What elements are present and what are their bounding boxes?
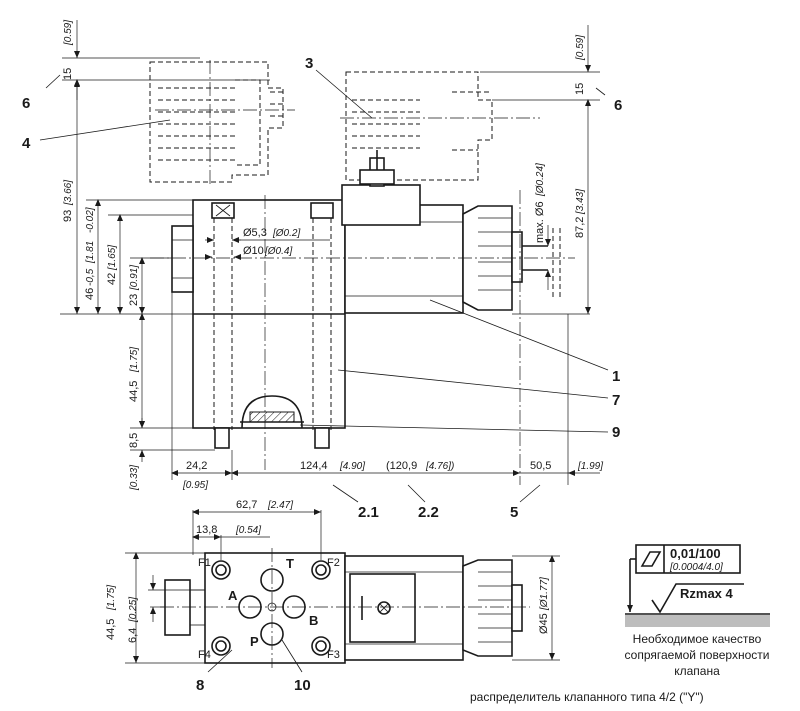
dim-label: [Ø1.77] [539, 577, 550, 611]
dim-93: 93 [3.66] [62, 79, 80, 314]
connector-left-dashed [149, 60, 295, 186]
dim-62-7: 62,7 [2.47] [192, 499, 322, 560]
port-f2: F2 [327, 557, 340, 569]
dim-label: [0.54] [235, 525, 261, 536]
flatness-value: 0,01/100 [670, 546, 721, 561]
dim-label: 93 [62, 210, 74, 222]
dim-label: 46 [84, 288, 96, 300]
dim-label: [0.33] [129, 465, 140, 491]
port-a: A [228, 588, 238, 603]
dim-label: -0,5 [85, 268, 96, 286]
solenoid-coil [341, 150, 464, 314]
dim-label: [3.66] [63, 180, 74, 206]
dim-label: 23 [128, 294, 140, 306]
dim-44-5-top: 44,5 [1.75] [105, 552, 205, 664]
dim-124-4: 124,4 [4.90] (120,9 [4.76]) 50,5 [1.99] [231, 314, 603, 485]
dim-label: 87,2 [574, 217, 586, 238]
dim-23: 23 [0.91] [128, 257, 172, 314]
dim-87-2: [0.59] 15 87,2 [3.43] [480, 25, 600, 314]
dim-label: 24,2 [186, 460, 207, 472]
note-line-1: Необходимое качество [633, 632, 762, 646]
dim-label: [Ø0.4] [264, 246, 292, 257]
callout-9: 9 [612, 424, 620, 441]
dim-label: (120,9 [386, 460, 417, 472]
dim-label: [1.75] [106, 585, 117, 611]
dim-label: [0.59] [63, 20, 74, 46]
dim-label: [0.59] [575, 35, 586, 61]
dim-label: [0.95] [182, 480, 208, 491]
dim-8-5: 8,5 [0.33] [128, 418, 215, 491]
dim-label: [4.90] [339, 461, 365, 472]
dim-label: Ø10 [243, 245, 264, 257]
dim-bore: Ø5,3 [Ø0.2] Ø10 [Ø0.4] [205, 227, 330, 260]
callout-3: 3 [305, 55, 313, 72]
dim-44-5: 44,5 [1.75] [128, 313, 215, 429]
callout-1: 1 [612, 368, 620, 385]
port-f1: F1 [198, 557, 211, 569]
dim-label: Ø5,3 [243, 227, 267, 239]
dim-45: Ø45 [Ø1.77] [512, 555, 560, 661]
dim-label: [Ø0.2] [272, 228, 300, 239]
flatness-imperial: [0.0004/4.0] [669, 562, 723, 573]
callout-6-right: 6 [614, 97, 622, 114]
dim-label: 42 [106, 273, 118, 285]
callout-6-left: 6 [22, 95, 30, 112]
callout-8: 8 [196, 677, 204, 694]
dim-24-2: 24,2 [0.95] [171, 292, 233, 491]
dim-max-6: max. Ø6 [Ø0.24] [534, 163, 551, 290]
callout-10: 10 [294, 677, 311, 694]
dim-label: 62,7 [236, 499, 257, 511]
valve-body [192, 199, 346, 449]
dim-label: 15 [62, 68, 74, 80]
dim-label: 6,4 [127, 628, 139, 643]
dim-label: 44,5 [105, 619, 117, 640]
note-line-3: клапана [674, 664, 720, 678]
dim-label: [Ø0.24] [535, 163, 546, 197]
dim-label: Ø45 [538, 613, 550, 634]
callout-2-2: 2.2 [418, 504, 439, 521]
roughness-value: Rzmax 4 [680, 586, 734, 601]
caption: распределитель клапанного типа 4/2 ("Y") [470, 690, 704, 704]
dim-label: [2.47] [267, 500, 293, 511]
port-t: T [286, 556, 294, 571]
manual-override-left [171, 225, 194, 293]
dim-label: [1.81 [85, 241, 96, 264]
dim-label: [0.25] [128, 597, 139, 623]
dim-label: [3.43] [575, 189, 586, 215]
dim-label: 15 [574, 83, 586, 95]
port-b: B [309, 613, 318, 628]
callout-2-1: 2.1 [358, 504, 379, 521]
callout-4: 4 [22, 135, 31, 152]
dim-label: -0.02] [85, 207, 96, 233]
dim-label: [1.75] [129, 347, 140, 373]
dim-label: 44,5 [128, 381, 140, 402]
dim-label: 13,8 [196, 524, 217, 536]
dim-13-8: 13,8 [0.54] [192, 524, 270, 560]
port-p: P [250, 634, 259, 649]
dim-6-4: 6,4 [0.25] [127, 575, 205, 643]
port-f3: F3 [327, 649, 340, 661]
dim-label: max. Ø6 [534, 201, 546, 243]
dim-label: [0.91] [129, 265, 140, 291]
port-f4: F4 [198, 649, 211, 661]
dim-label: [1.99] [577, 461, 603, 472]
dim-label: [1.65] [107, 245, 118, 271]
dim-label: 124,4 [300, 460, 328, 472]
note-line-2: сопрягаемой поверхности [625, 648, 770, 662]
callout-7: 7 [612, 392, 620, 409]
dim-42: 42 [1.65] [106, 214, 193, 314]
dim-label: 8,5 [128, 433, 140, 448]
side-view: [0.59] 15 93 [3.66] 46 -0,5 [1.81 -0.02]… [22, 20, 622, 521]
dim-label: [4.76]) [425, 461, 454, 472]
top-view: T A B P F1 F2 F3 F4 62,7 [2.47] 13,8 [0.… [105, 499, 560, 694]
callout-5: 5 [510, 504, 518, 521]
dim-label: 50,5 [530, 460, 551, 472]
surface-quality-note: 0,01/100 [0.0004/4.0] Rzmax 4 Необходимо… [625, 544, 770, 678]
callouts-side: 3 4 6 6 1 7 9 2.1 2.2 5 [22, 55, 622, 521]
dim-46: 46 -0,5 [1.81 -0.02] [84, 199, 193, 314]
